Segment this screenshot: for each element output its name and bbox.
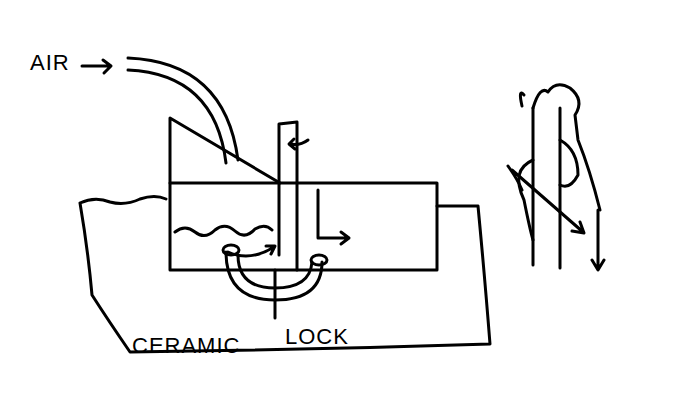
lock-end [311,255,327,265]
part-label: CERAMIC [132,335,240,357]
air-arrow [82,60,111,73]
detail-outline [519,85,600,240]
air-tube [128,58,238,163]
detail-arrow [508,166,584,233]
vessel-box [170,183,437,270]
water [175,226,272,235]
detail-tube [533,108,560,268]
lock-end [223,245,239,255]
flow-arrow [318,190,349,244]
ceramic-outline [80,197,490,353]
detail-arrow [592,210,604,270]
part-label: LOCK [285,326,349,348]
flow-arrow [289,139,308,149]
part-label: AIR [30,52,70,74]
leader-line [274,270,277,318]
